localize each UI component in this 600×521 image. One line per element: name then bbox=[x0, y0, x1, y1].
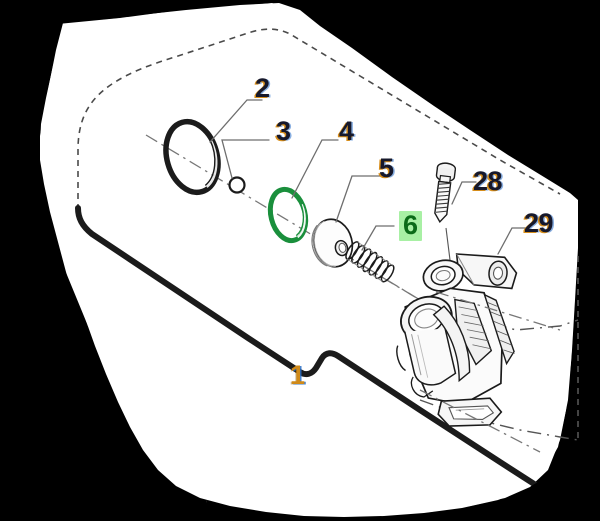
callout-5[interactable]: 5 bbox=[379, 153, 394, 183]
caliper-centerline bbox=[419, 291, 561, 453]
callout-4[interactable]: 4 bbox=[339, 116, 354, 146]
callout-3[interactable]: 3 bbox=[276, 116, 291, 146]
assembly-centerline bbox=[145, 134, 471, 331]
callout-29[interactable]: 29 bbox=[524, 208, 554, 238]
part-4-green-o-ring bbox=[267, 186, 309, 244]
callout-1[interactable]: 1 bbox=[290, 360, 305, 390]
callout-28[interactable]: 28 bbox=[473, 166, 503, 196]
dashed-inner-contour bbox=[77, 28, 561, 210]
part-2-o-ring bbox=[163, 118, 221, 196]
part-5-piston-washer bbox=[311, 218, 354, 268]
callout-6[interactable]: 6 bbox=[399, 211, 422, 241]
part-3-small-ring bbox=[228, 176, 246, 194]
leader-lines bbox=[209, 99, 527, 255]
callout-2[interactable]: 2 bbox=[255, 73, 270, 103]
part-29-caliper-body bbox=[396, 253, 518, 427]
part-1-thick-contour bbox=[75, 205, 559, 501]
part-28-bleed-screw bbox=[434, 162, 457, 223]
